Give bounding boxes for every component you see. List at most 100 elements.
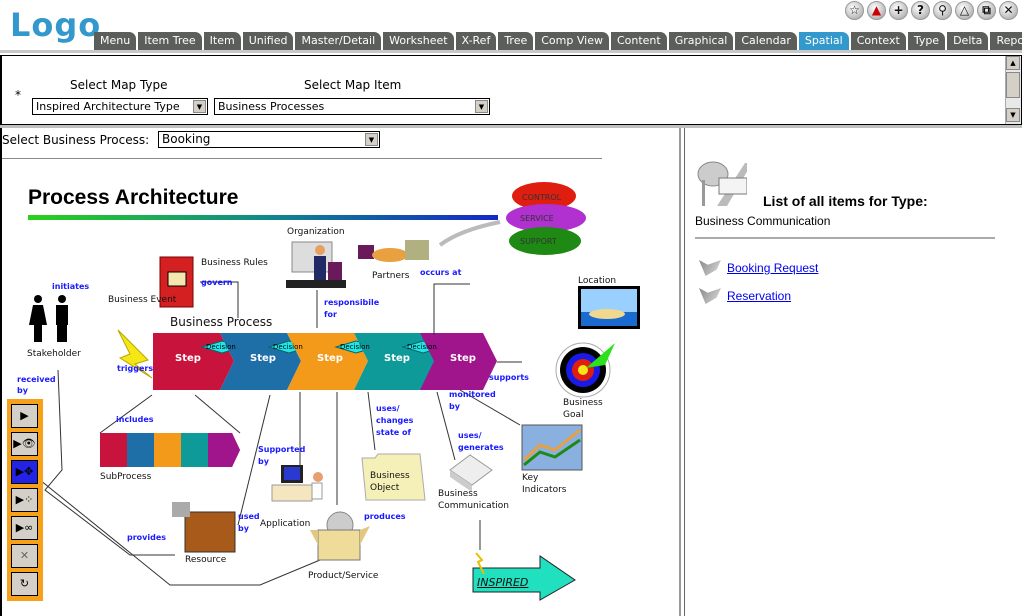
- process-architecture-diagram[interactable]: Process Architecture Business Process St…: [0, 0, 681, 616]
- select-tool-button[interactable]: ▶: [11, 404, 38, 428]
- tab-delta[interactable]: Delta: [947, 32, 989, 50]
- diagram-label-partners: Partners: [372, 271, 410, 281]
- chevron-down-icon: ▼: [193, 100, 206, 113]
- toolbar-icons: ☆ ▲ + ? ⚲ △ ⧉ ✕: [845, 1, 1018, 20]
- tab-x-ref[interactable]: X-Ref: [455, 32, 497, 50]
- diagram-label-business-event: Business Event: [108, 295, 177, 305]
- decision-label: Decision: [340, 343, 370, 351]
- tab-context[interactable]: Context: [850, 32, 906, 50]
- map-type-label: Select Map Type: [70, 78, 168, 92]
- diagram-label-provides: provides: [127, 533, 167, 542]
- map-icon[interactable]: ▲: [867, 1, 886, 20]
- product-box-icon: [310, 511, 370, 561]
- tab-worksheet[interactable]: Worksheet: [383, 32, 454, 50]
- tab-item-tree[interactable]: Item Tree: [138, 32, 202, 50]
- step-label: Step: [175, 353, 201, 364]
- diagram-label-responsibile-for: responsibile for: [324, 298, 380, 319]
- map-item-select[interactable]: Business Processes▼: [214, 98, 490, 115]
- location-island-icon: [578, 286, 640, 329]
- scroll-down-icon[interactable]: ▼: [1006, 108, 1020, 122]
- chain-tool-button[interactable]: ▶∞: [11, 516, 38, 540]
- diagram-label-control: CONTROL: [522, 193, 562, 202]
- diagram-label-includes: includes: [116, 415, 154, 424]
- add-icon[interactable]: +: [889, 1, 908, 20]
- item-link[interactable]: Booking Request: [727, 261, 819, 275]
- diagram-label-occurs-at: occurs at: [420, 268, 462, 277]
- diagram-label-location: Location: [578, 276, 617, 286]
- scroll-thumb[interactable]: [1006, 72, 1020, 98]
- diagram-label-business-object: Business Object: [370, 471, 410, 493]
- required-asterisk: *: [15, 88, 21, 102]
- tab-graphical[interactable]: Graphical: [668, 32, 734, 50]
- diagram-pane: Select Business Process: Booking▼ Proces…: [0, 128, 681, 616]
- top-panel-scrollbar[interactable]: ▲▼: [1005, 56, 1021, 124]
- tab-comp-view[interactable]: Comp View: [535, 32, 609, 50]
- communication-item-icon: [699, 288, 721, 304]
- close-icon[interactable]: ✕: [999, 1, 1018, 20]
- organization-icon: [286, 241, 346, 288]
- diagram-title: Process Architecture: [28, 186, 239, 209]
- header-divider: [0, 50, 1022, 54]
- link-tool-button[interactable]: ▶⁘: [11, 488, 38, 512]
- tab-master-detail[interactable]: Master/Detail: [295, 32, 382, 50]
- partners-handshake-icon: [358, 240, 429, 262]
- lightning-icon: [117, 329, 153, 379]
- step-label: Step: [384, 353, 410, 364]
- move-tool-button[interactable]: ▶✥: [11, 460, 38, 484]
- step-label: Step: [450, 353, 476, 364]
- map-type-select[interactable]: Inspired Architecture Type▼: [32, 98, 208, 115]
- diagram-label-business-communication: Business Communication: [438, 489, 509, 511]
- diagram-toolbar: ▶ ▶👁 ▶✥ ▶⁘ ▶∞ ✕ ↻: [7, 399, 43, 601]
- list-separator: [695, 237, 995, 239]
- tab-report[interactable]: Report: [990, 32, 1022, 50]
- title-underline: [28, 215, 498, 220]
- diagram-label-supported-by: Supported by: [258, 445, 306, 466]
- diagram-label-business-goal: Business Goal: [563, 398, 603, 420]
- tab-tree[interactable]: Tree: [498, 32, 534, 50]
- diagram-label-product-service: Product/Service: [308, 571, 379, 581]
- tab-type[interactable]: Type: [907, 32, 946, 50]
- favorites-icon[interactable]: ☆: [845, 1, 864, 20]
- decision-label: Decision: [206, 343, 236, 351]
- help-icon[interactable]: ?: [911, 1, 930, 20]
- tab-spatial[interactable]: Spatial: [798, 32, 849, 50]
- diagram-label-organization: Organization: [287, 227, 345, 237]
- tab-content[interactable]: Content: [610, 32, 667, 50]
- architecture-layers-icon: [438, 182, 586, 255]
- item-list-pane: List of all items for Type: Business Com…: [684, 128, 1022, 616]
- type-name: Business Communication: [695, 214, 831, 228]
- tab-unified[interactable]: Unified: [242, 32, 294, 50]
- business-goal-target-icon: [555, 342, 615, 398]
- item-link[interactable]: Reservation: [727, 289, 792, 303]
- tab-menu[interactable]: Menu: [94, 32, 137, 50]
- separator: [2, 158, 602, 159]
- diagram-label-received-by: received by: [17, 375, 56, 395]
- delete-tool-button[interactable]: ✕: [11, 544, 38, 568]
- list-heading: List of all items for Type:: [763, 193, 928, 209]
- step-label: Step: [317, 353, 343, 364]
- diagram-label-application: Application: [260, 519, 311, 529]
- diagram-label-resource: Resource: [185, 555, 227, 565]
- tab-calendar[interactable]: Calendar: [735, 32, 797, 50]
- diagram-label-stakeholder: Stakeholder: [27, 349, 81, 359]
- scroll-up-icon[interactable]: ▲: [1006, 56, 1020, 70]
- diagram-label-uses-changes-state-of: uses/ changes state of: [376, 404, 414, 437]
- business-process-label: Select Business Process:: [2, 133, 150, 147]
- search-key-icon[interactable]: ⚲: [933, 1, 952, 20]
- decision-label: Decision: [407, 343, 437, 351]
- refresh-tool-button[interactable]: ↻: [11, 572, 38, 596]
- copy-icon[interactable]: ⧉: [977, 1, 996, 20]
- alert-icon[interactable]: △: [955, 1, 974, 20]
- tab-item[interactable]: Item: [203, 32, 241, 50]
- diagram-label-supports: supports: [489, 373, 529, 382]
- logo: Logo: [10, 6, 102, 44]
- map-item-value: Business Processes: [218, 100, 325, 113]
- diagram-label-triggers: triggers: [117, 364, 154, 373]
- view-tool-button[interactable]: ▶👁: [11, 432, 38, 456]
- inspired-logo: [472, 552, 576, 601]
- diagram-graphics: [28, 182, 640, 601]
- diagram-label-monitored-by: monitored by: [449, 390, 496, 411]
- business-process-select[interactable]: Booking▼: [158, 131, 380, 148]
- process-step-shape[interactable]: [420, 333, 497, 390]
